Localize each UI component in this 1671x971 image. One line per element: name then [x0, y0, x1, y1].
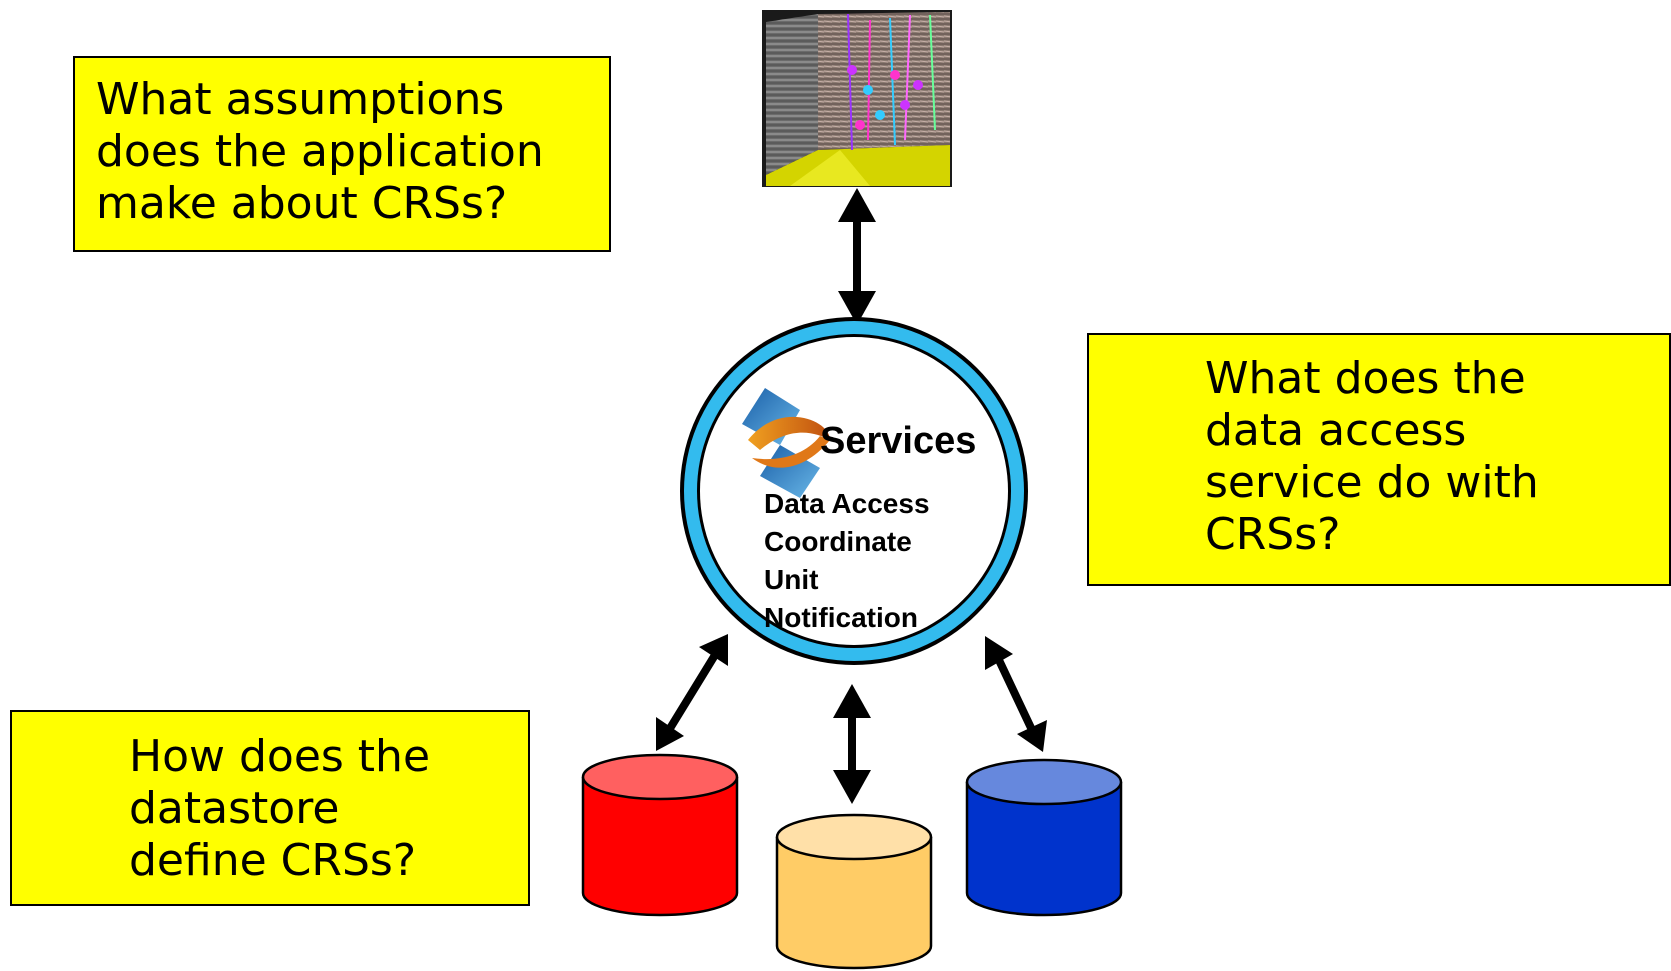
callout-line: What assumptions [96, 74, 505, 125]
services-logo-icon [742, 388, 830, 498]
callout-line: What does the [1205, 353, 1526, 404]
service-item-coordinate: Coordinate [764, 526, 912, 557]
callout-line: make about CRSs? [96, 178, 508, 229]
callout-line: define CRSs? [129, 835, 417, 886]
application-3d-view-icon [762, 10, 952, 187]
arrow-services-to-orange-store [833, 684, 871, 804]
callout-line: does the application [96, 126, 544, 177]
callout-data-access-service: What does the data access service do wit… [1087, 333, 1671, 586]
datastore-orange [775, 813, 933, 970]
arrow-app-to-services [838, 188, 876, 325]
callout-line: CRSs? [1205, 509, 1341, 560]
datastore-red [581, 753, 739, 917]
arrow-services-to-blue-store [985, 636, 1047, 752]
callout-line: How does the [129, 731, 431, 782]
services-title: Services [820, 420, 976, 462]
service-item-notification: Notification [764, 602, 918, 633]
callout-datastore-definition: How does the datastore define CRSs? [10, 710, 530, 906]
callout-line: data access [1205, 405, 1467, 456]
services-hub: Services Data Access Coordinate Unit Not… [680, 317, 1028, 665]
callout-line: datastore [129, 783, 340, 834]
arrow-services-to-red-store [656, 634, 728, 751]
service-item-unit: Unit [764, 564, 818, 595]
datastore-blue [965, 758, 1123, 917]
callout-line: service do with [1205, 457, 1539, 508]
service-item-data-access: Data Access [764, 488, 930, 519]
connector-arrows [656, 188, 1047, 804]
callout-application-assumptions: What assumptions does the application ma… [73, 56, 611, 252]
